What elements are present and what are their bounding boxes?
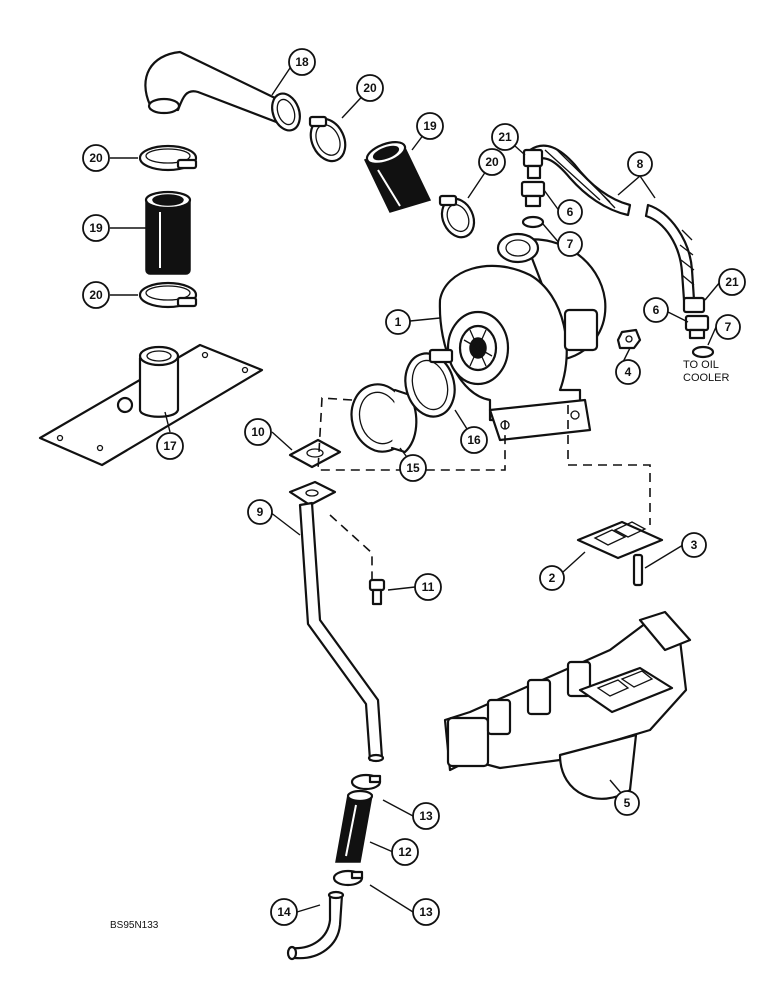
callout-3: 3 bbox=[681, 532, 707, 558]
fitting-21-lower bbox=[682, 296, 706, 314]
hose-12 bbox=[335, 789, 374, 863]
callout-14: 14 bbox=[270, 898, 298, 926]
hose-clamp-20-right bbox=[438, 194, 476, 239]
assembly-line-gasket bbox=[567, 405, 651, 525]
callout-11: 11 bbox=[414, 573, 442, 601]
adapter-6-lower bbox=[684, 314, 710, 340]
hose-19-center bbox=[363, 141, 432, 213]
callout-21: 21 bbox=[491, 123, 519, 151]
svg-text:5: 5 bbox=[624, 796, 631, 810]
svg-text:7: 7 bbox=[725, 320, 732, 334]
turbocharger-1 bbox=[438, 232, 607, 442]
svg-text:21: 21 bbox=[725, 275, 739, 289]
svg-text:20: 20 bbox=[89, 288, 103, 302]
hose-clamp-13-lower bbox=[332, 869, 364, 887]
bolt-11 bbox=[368, 578, 386, 606]
o-ring-7-lower bbox=[691, 345, 715, 359]
exhaust-gasket-2 bbox=[576, 520, 664, 560]
svg-text:2: 2 bbox=[549, 571, 556, 585]
elbow-tube-18 bbox=[144, 50, 301, 132]
svg-text:1: 1 bbox=[395, 315, 402, 329]
callout-8: 8 bbox=[627, 151, 653, 177]
hose-19-left bbox=[144, 190, 192, 275]
callout-7: 7 bbox=[557, 231, 583, 257]
svg-text:20: 20 bbox=[363, 81, 377, 95]
hose-clamp-13-upper bbox=[350, 773, 382, 791]
svg-text:18: 18 bbox=[295, 55, 309, 69]
callout-9: 9 bbox=[247, 499, 273, 525]
callout-10: 10 bbox=[244, 418, 272, 446]
drawing-code: BS95N133 bbox=[110, 920, 159, 931]
sleeve-15 bbox=[350, 383, 418, 454]
callout-19: 19 bbox=[82, 214, 110, 242]
svg-text:9: 9 bbox=[257, 505, 264, 519]
callout-20: 20 bbox=[356, 74, 384, 102]
svg-text:19: 19 bbox=[423, 119, 437, 133]
svg-text:4: 4 bbox=[625, 365, 632, 379]
callout-15: 15 bbox=[399, 454, 427, 482]
svg-text:19: 19 bbox=[89, 221, 103, 235]
o-ring-7-upper bbox=[521, 215, 545, 229]
svg-text:8: 8 bbox=[637, 157, 644, 171]
svg-text:11: 11 bbox=[422, 580, 435, 594]
svg-text:21: 21 bbox=[498, 130, 512, 144]
callout-20: 20 bbox=[478, 148, 506, 176]
callout-7: 7 bbox=[715, 314, 741, 340]
elbow-tube-14 bbox=[286, 890, 345, 961]
svg-text:3: 3 bbox=[691, 538, 698, 552]
oil-cooler-note-line2: COOLER bbox=[683, 372, 730, 384]
assembly-line-sleeve bbox=[317, 397, 506, 471]
svg-text:13: 13 bbox=[419, 809, 433, 823]
adapter-6-upper bbox=[520, 180, 546, 208]
callout-12: 12 bbox=[391, 838, 419, 866]
exhaust-manifold-5 bbox=[443, 610, 692, 800]
hose-clamp-20-lower-left bbox=[138, 281, 198, 309]
svg-text:16: 16 bbox=[467, 433, 481, 447]
hose-clamp-20-center bbox=[308, 115, 347, 163]
adapter-plate-17 bbox=[38, 343, 264, 467]
callout-19: 19 bbox=[416, 112, 444, 140]
nut-4 bbox=[616, 328, 642, 350]
callout-6: 6 bbox=[557, 199, 583, 225]
svg-text:7: 7 bbox=[567, 237, 574, 251]
gasket-10 bbox=[288, 438, 342, 469]
callout-16: 16 bbox=[460, 426, 488, 454]
oil-drain-tube-9 bbox=[288, 480, 385, 763]
callout-1: 1 bbox=[385, 309, 411, 335]
svg-text:13: 13 bbox=[419, 905, 433, 919]
callout-6: 6 bbox=[643, 297, 669, 323]
callout-5: 5 bbox=[614, 790, 640, 816]
hose-clamp-20-upper-left bbox=[138, 144, 198, 172]
assembly-line-bolt bbox=[329, 514, 373, 580]
callout-13: 13 bbox=[412, 898, 440, 926]
svg-text:17: 17 bbox=[163, 439, 177, 453]
callout-18: 18 bbox=[288, 48, 316, 76]
oil-cooler-note-line1: TO OIL bbox=[683, 359, 719, 371]
svg-text:10: 10 bbox=[251, 425, 265, 439]
svg-text:6: 6 bbox=[567, 205, 574, 219]
callout-20: 20 bbox=[82, 281, 110, 309]
v-band-clamp-16 bbox=[404, 348, 456, 418]
fitting-21-upper bbox=[522, 148, 544, 180]
callout-4: 4 bbox=[615, 359, 641, 385]
callout-17: 17 bbox=[156, 432, 184, 460]
callout-13: 13 bbox=[412, 802, 440, 830]
svg-text:12: 12 bbox=[398, 845, 412, 859]
svg-text:20: 20 bbox=[89, 151, 103, 165]
svg-text:15: 15 bbox=[406, 461, 420, 475]
svg-text:14: 14 bbox=[277, 905, 291, 919]
callout-20: 20 bbox=[82, 144, 110, 172]
stud-3 bbox=[632, 553, 644, 587]
svg-text:20: 20 bbox=[485, 155, 499, 169]
callout-2: 2 bbox=[539, 565, 565, 591]
callout-21: 21 bbox=[718, 268, 746, 296]
svg-text:6: 6 bbox=[653, 303, 660, 317]
